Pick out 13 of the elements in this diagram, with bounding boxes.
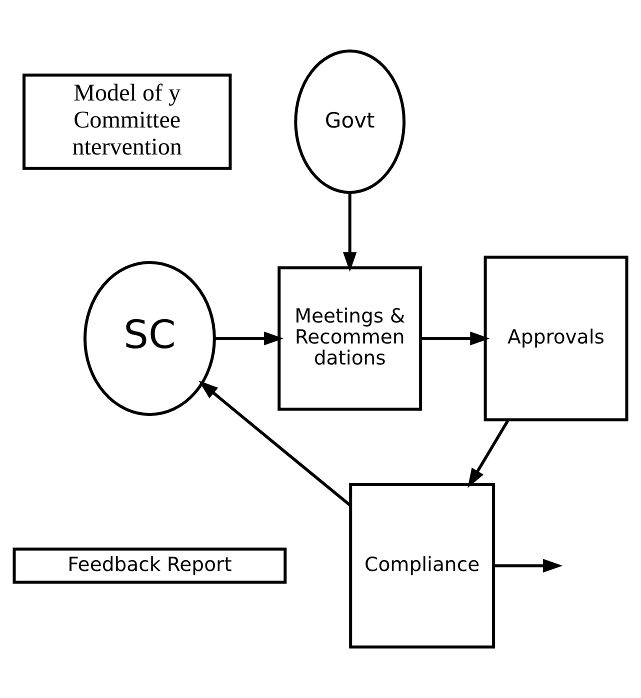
arrow bbox=[198, 380, 352, 507]
arrow bbox=[214, 332, 284, 346]
node-box: Approvals bbox=[484, 256, 628, 422]
arrow bbox=[342, 192, 357, 272]
node-ellipse: SC bbox=[83, 260, 216, 416]
node-box: Feedback Report bbox=[12, 548, 287, 584]
arrow bbox=[468, 420, 510, 488]
arrow bbox=[420, 332, 490, 346]
arrow bbox=[494, 558, 563, 573]
node-box: Compliance bbox=[349, 482, 496, 648]
node-box: Model of y Committee ntervention bbox=[22, 74, 232, 170]
node-box: Meetings & Recommen dations bbox=[278, 266, 422, 411]
node-ellipse: Govt bbox=[294, 50, 406, 194]
